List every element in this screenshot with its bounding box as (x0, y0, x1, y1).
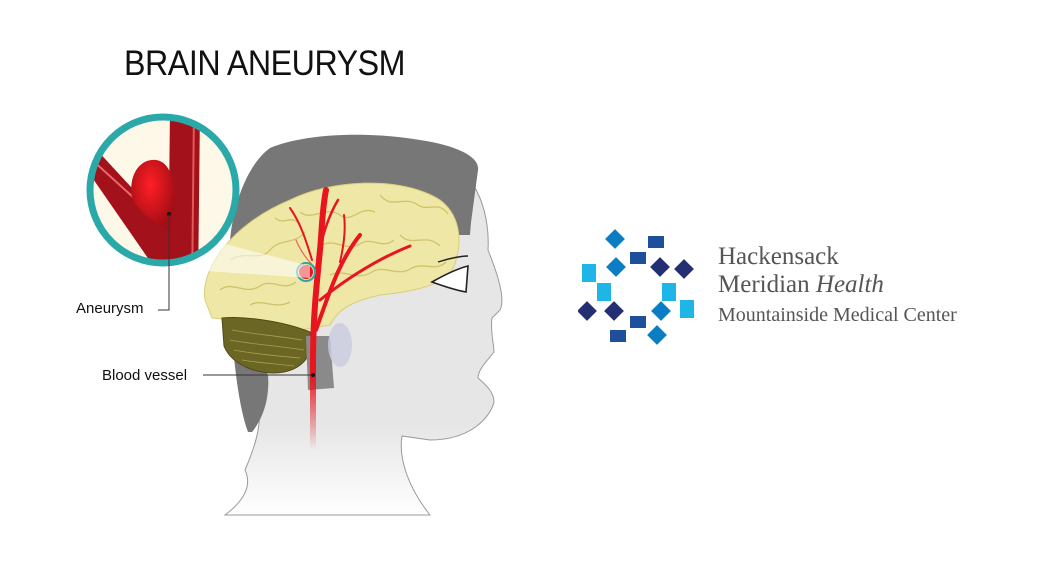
logo-line-hackensack: Hackensack (718, 243, 839, 270)
logo-meridian: Meridian (718, 271, 816, 298)
logo-line-meridian-health: Meridian Health (718, 271, 957, 299)
hackensack-logo-mark (578, 229, 694, 345)
illustration-title: BRAIN ANEURYSM (124, 44, 406, 83)
logo-line-mountainside: Mountainside Medical Center (718, 304, 957, 326)
aneurysm-zoom-inset (86, 113, 310, 278)
logo-squares (578, 229, 694, 345)
hackensack-logo-text: Hackensack Meridian Health Mountainside … (718, 243, 957, 330)
blood-vessel-label: Blood vessel (102, 367, 188, 384)
logo-health: Health (815, 271, 884, 298)
aneurysm-label: Aneurysm (76, 300, 144, 317)
